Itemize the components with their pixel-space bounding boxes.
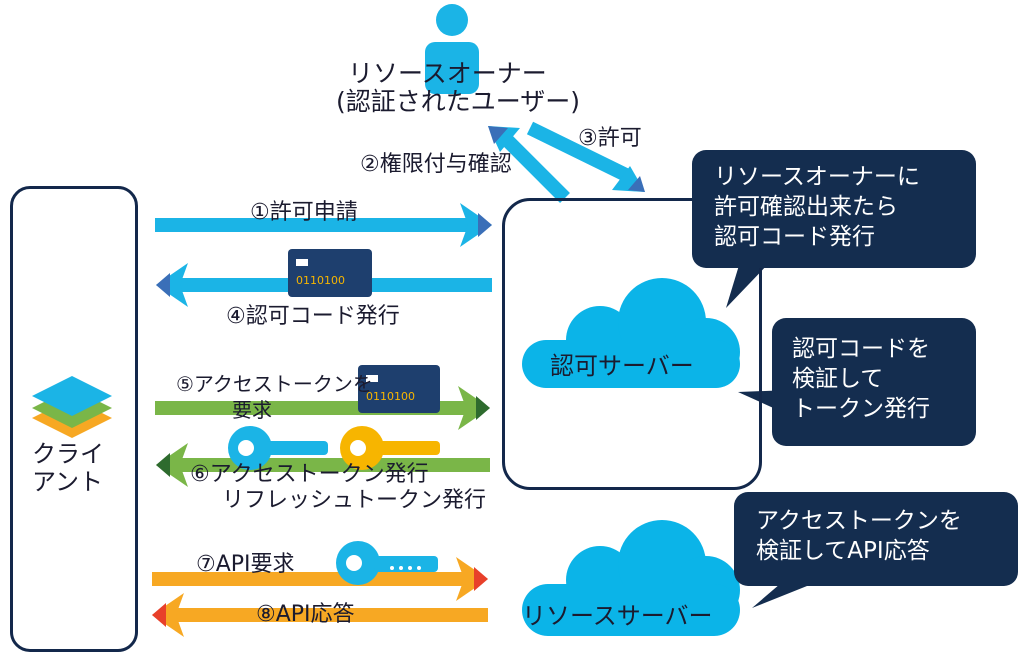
step-4-label: ④認可コード発行 bbox=[226, 304, 400, 329]
bubble-line: 検証して bbox=[792, 366, 884, 392]
arrow-request bbox=[155, 203, 492, 247]
client-label: クライ bbox=[32, 440, 104, 468]
note-bubble-auth-code: リソースオーナーに 許可確認出来たら 認可コード発行 bbox=[692, 150, 976, 268]
access-token-key-icon bbox=[228, 426, 328, 470]
step-6-label: ⑥アクセストークン発行 bbox=[190, 462, 429, 487]
layers-icon bbox=[32, 376, 112, 438]
note-bubble-api: アクセストークンを 検証してAPI応答 bbox=[734, 492, 1018, 586]
step-3-label: ③許可 bbox=[578, 126, 642, 151]
auth-code-card-icon: 0110100 bbox=[358, 365, 440, 413]
bubble-line: アクセストークンを bbox=[756, 508, 962, 534]
step-2-label: ②権限付与確認 bbox=[360, 152, 512, 177]
auth-code-card-icon: 0110100 bbox=[288, 249, 372, 297]
card-code-text: 0110100 bbox=[366, 390, 415, 403]
client-box bbox=[10, 186, 138, 652]
bubble-line: 認可コード発行 bbox=[714, 224, 875, 250]
note-bubble-token: 認可コードを 検証して トークン発行 bbox=[772, 318, 976, 446]
owner-title: リソースオーナー bbox=[348, 59, 547, 88]
arrow-approve bbox=[526, 121, 645, 192]
card-code-text: 0110100 bbox=[296, 274, 345, 287]
step-5-label: ⑤アクセストークンを bbox=[176, 372, 373, 396]
step-6-label-2: リフレッシュトークン発行 bbox=[222, 488, 487, 513]
access-token-key-icon bbox=[336, 541, 438, 585]
auth-server-label: 認可サーバー bbox=[550, 352, 694, 380]
bubble-line: トークン発行 bbox=[792, 396, 930, 422]
owner-subtitle: (認証されたユーザー) bbox=[336, 87, 581, 116]
resource-server-label: リソースサーバー bbox=[522, 602, 713, 630]
step-5-label-2: 要求 bbox=[232, 398, 272, 422]
bubble-line: 検証してAPI応答 bbox=[756, 538, 930, 564]
step-8-label: ⑧API応答 bbox=[256, 602, 355, 627]
auth-server-box bbox=[502, 198, 762, 490]
bubble-line: 許可確認出来たら bbox=[714, 194, 898, 220]
resource-server-cloud-icon bbox=[522, 520, 740, 636]
person-icon bbox=[425, 4, 479, 94]
arrow-api-response bbox=[152, 593, 488, 637]
refresh-token-key-icon bbox=[340, 426, 440, 470]
bubble-line: リソースオーナーに bbox=[714, 164, 920, 190]
auth-server-cloud-icon bbox=[522, 278, 740, 388]
step-1-label: ①許可申請 bbox=[250, 200, 358, 225]
arrow-api-request bbox=[152, 557, 488, 601]
arrow-consent bbox=[488, 126, 570, 203]
step-7-label: ⑦API要求 bbox=[196, 552, 295, 577]
bubble-tail bbox=[752, 584, 812, 608]
client-label-2: アント bbox=[32, 468, 104, 496]
bubble-line: 認可コードを bbox=[792, 336, 930, 362]
